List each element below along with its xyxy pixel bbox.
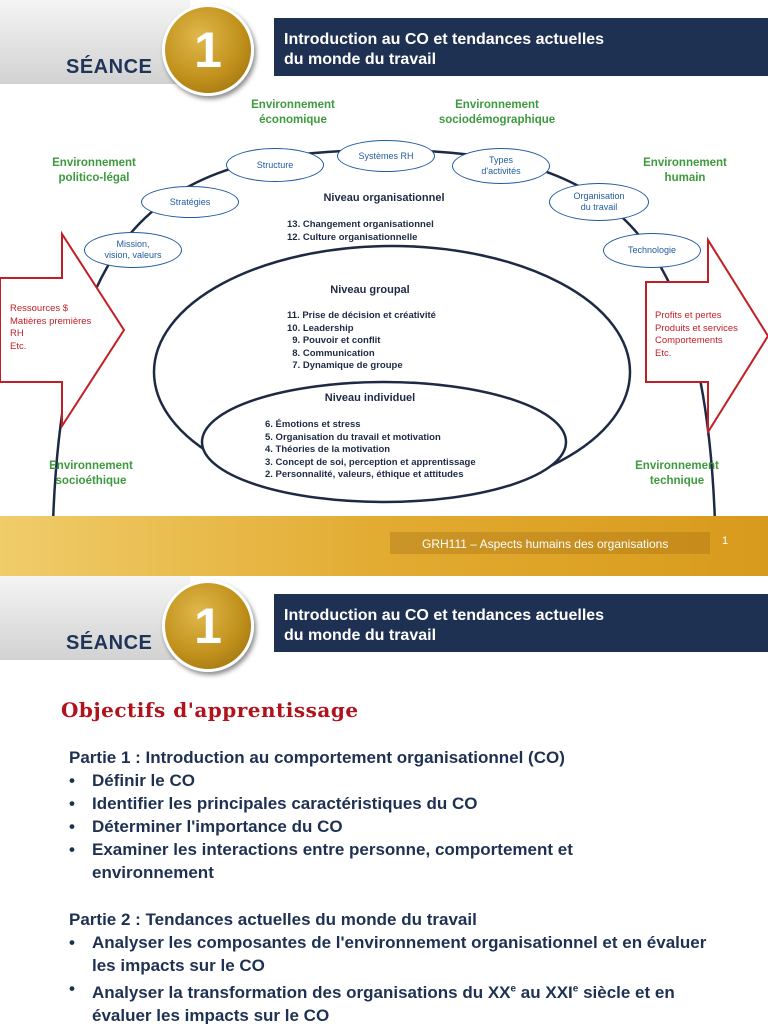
level-item: 8. Communication	[287, 347, 375, 359]
footer-course: GRH111 – Aspects humains des organisatio…	[422, 537, 669, 551]
objective-bullet: • Analyser les composantes de l'environne…	[69, 931, 709, 977]
level-item: 4. Théories de la motivation	[265, 444, 391, 456]
seance-label: SÉANCE	[66, 632, 153, 654]
level-item: 5. Organisation du travail et motivation	[265, 431, 441, 443]
env-politico-legal: Environnement politico-légal	[52, 157, 136, 184]
objective-bullet: • Identifier les principales caractéristi…	[69, 792, 659, 815]
slide-2: SÉANCE Introduction au CO et tendances a…	[0, 576, 768, 1024]
part1-bullets: • Définir le CO • Identifier les principale…	[69, 769, 659, 884]
slide-title: Introduction au CO et tendances actuelle…	[284, 607, 605, 644]
arrow-line: Etc.	[655, 347, 672, 359]
env-humain: Environnement humain	[643, 157, 727, 184]
bubble-organisation-travail: Organisation du travail	[549, 183, 649, 221]
part2-heading: Partie 2 : Tendances actuelles du monde …	[69, 910, 477, 929]
objective-bullet: • Déterminer l'importance du CO	[69, 815, 659, 838]
footer-band	[0, 516, 768, 576]
bullet-text: Identifier les principales caractéristiq…	[92, 794, 478, 813]
objectives-title: Objectifs d'apprentissage	[61, 698, 359, 722]
bullet-glyph: •	[69, 979, 75, 998]
level-groupal-title: Niveau groupal	[330, 284, 410, 296]
env-technique: Environnement technique	[635, 460, 719, 487]
bubble-mission: Mission, vision, valeurs	[84, 232, 182, 268]
bullet-glyph: •	[69, 794, 75, 813]
arrow-line: Profits et pertes	[655, 310, 722, 321]
bullet-text: Analyser les composantes de l'environnem…	[92, 933, 707, 975]
objective-bullet: • Analyser la transformation des organisa…	[69, 977, 709, 1024]
arrow-line: Ressources $	[10, 303, 69, 314]
bubble-structure: Structure	[226, 148, 324, 182]
bullet-text: Examiner les interactions entre personne…	[92, 840, 573, 882]
session-number-badge: 1	[162, 4, 254, 96]
level-organisationnel-title: Niveau organisationnel	[323, 192, 445, 204]
level-item: 6. Émotions et stress	[265, 419, 361, 430]
output-arrow	[645, 236, 768, 436]
bullet-glyph: •	[69, 771, 75, 790]
level-item: 7. Dynamique de groupe	[287, 360, 403, 372]
seance-label: SÉANCE	[66, 56, 153, 78]
part1-heading: Partie 1 : Introduction au comportement …	[69, 748, 565, 767]
bullet-text: Analyser la transformation des organisat…	[92, 982, 675, 1024]
arrow-line: Produits et services	[655, 322, 738, 334]
bubble-types-activites: Types d'activités	[452, 148, 550, 184]
bullet-text: Déterminer l'importance du CO	[92, 817, 343, 836]
individual-level-ellipse	[200, 380, 568, 504]
bullet-glyph: •	[69, 840, 75, 859]
arrow-line: Etc.	[10, 340, 27, 352]
bubble-systemes-rh: Systèmes RH	[337, 140, 435, 172]
arrow-line: Comportements	[655, 335, 723, 346]
level-item: 3. Concept de soi, perception et apprent…	[265, 456, 476, 468]
env-socioethique: Environnement socioéthique	[49, 460, 133, 487]
session-number: 1	[194, 598, 222, 654]
env-economique: Environnement économique	[251, 99, 335, 126]
seance-band	[0, 576, 190, 660]
level-item: 12. Culture organisationnelle	[287, 231, 418, 243]
slide-header: SÉANCE Introduction au CO et tendances a…	[0, 576, 768, 672]
input-arrow	[0, 230, 126, 430]
diagram-canvas	[0, 148, 768, 576]
objective-bullet: • Examiner les interactions entre personn…	[69, 838, 659, 884]
title-band	[274, 594, 768, 652]
bubble-technologie: Technologie	[603, 233, 701, 268]
level-individuel-title: Niveau individuel	[324, 392, 416, 404]
env-sociodemographique: Environnement sociodémographique	[438, 99, 556, 126]
objective-bullet: • Définir le CO	[69, 769, 659, 792]
bubble-strategies: Stratégies	[141, 186, 239, 218]
bullet-glyph: •	[69, 817, 75, 836]
slide-header: SÉANCE Introduction au CO et tendances a…	[0, 0, 768, 96]
footer-course-box	[390, 532, 710, 554]
arrow-line: RH	[10, 328, 24, 339]
seance-band	[0, 0, 190, 84]
session-number-badge: 1	[162, 580, 254, 672]
level-item: 2. Personnalité, valeurs, éthique et att…	[265, 469, 464, 481]
slide-title: Introduction au CO et tendances actuelle…	[284, 31, 605, 68]
bullet-text: Définir le CO	[92, 771, 195, 790]
level-item: 11. Prise de décision et créativité	[287, 310, 436, 321]
page-number: 1	[722, 535, 729, 547]
slide-1: SÉANCE Introduction au CO et tendances a…	[0, 0, 768, 576]
arrow-line: Matières premières	[10, 315, 92, 327]
bullet-glyph: •	[69, 933, 75, 952]
part2-bullets: • Analyser les composantes de l'environne…	[69, 931, 709, 1024]
level-item: 10. Leadership	[287, 322, 354, 334]
session-number: 1	[194, 22, 222, 78]
title-band	[274, 18, 768, 76]
level-item: 13. Changement organisationnel	[287, 219, 434, 230]
level-item: 9. Pouvoir et conflit	[287, 335, 381, 347]
